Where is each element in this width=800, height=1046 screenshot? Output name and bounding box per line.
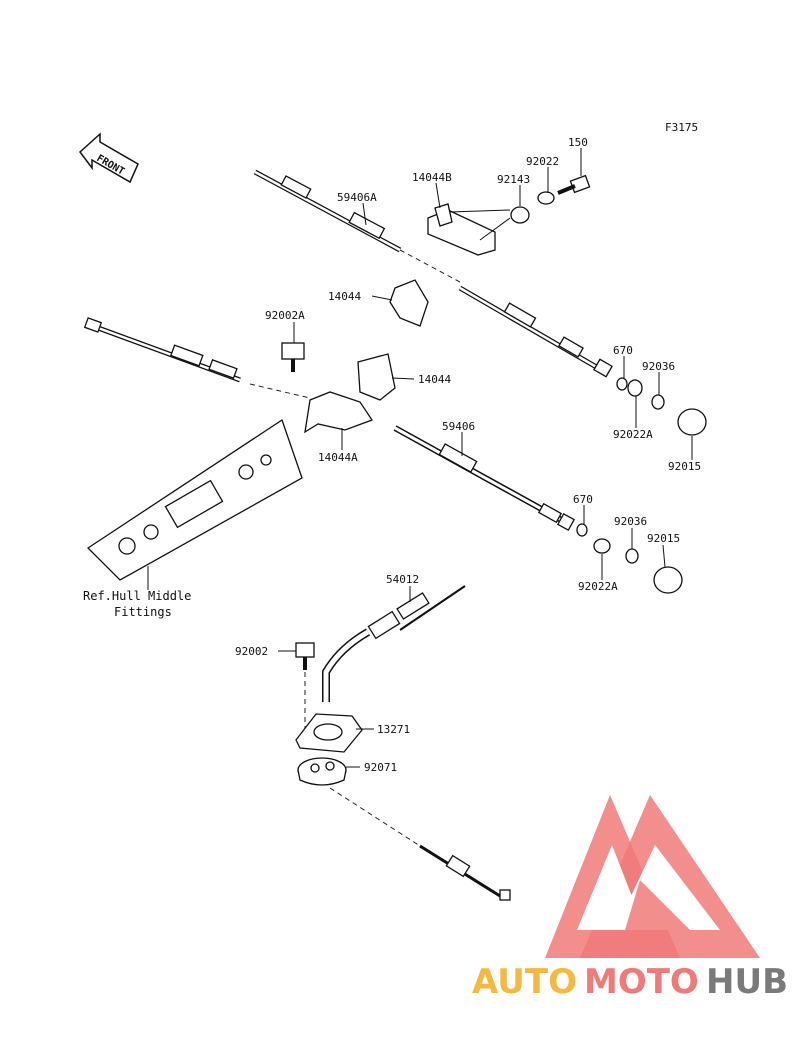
front-arrow-icon: FRONT [78,132,139,184]
figure-code: F3175 [665,121,698,134]
label-part-92036-lower: 92036 [614,515,647,528]
nut-92015-lower [653,566,683,594]
bracket-14044B [427,203,511,256]
washer-92143 [510,206,530,224]
bracket-14044A [304,391,373,434]
label-part-670-upper: 670 [613,344,633,357]
label-part-150: 150 [568,136,588,149]
cable-59406 [83,317,576,532]
logo-word-moto: MOTO [584,962,699,1002]
grommet-92071 [297,757,347,786]
clip-92036-lower [625,548,639,564]
label-part-92022: 92022 [526,155,559,168]
label-part-59406: 59406 [442,420,475,433]
label-part-13271: 13271 [377,723,410,736]
clamp-14044-upper [389,279,429,327]
hull-middle-fitting-panel [86,418,303,581]
label-part-92002: 92002 [235,645,268,658]
label-part-92071: 92071 [364,761,397,774]
reference-note-line1: Ref.Hull Middle [83,589,191,603]
clamp-14044-lower [357,353,396,401]
label-part-670-lower: 670 [573,493,593,506]
bolt-92002A [281,342,305,372]
label-part-92015-lower: 92015 [647,532,680,545]
washer-92022A-lower [593,538,611,554]
label-part-14044B: 14044B [412,171,452,184]
label-part-92022A-lower: 92022A [578,580,618,593]
o-ring-670-upper [616,377,628,391]
reference-note-line2: Fittings [114,605,172,619]
o-ring-670-lower [576,523,588,537]
logo-word-hub: HUB [706,962,788,1002]
logo-word-auto: AUTO [472,962,577,1002]
cable-59406A [253,169,613,378]
label-part-59406A: 59406A [337,191,377,204]
label-part-92022A-upper: 92022A [613,428,653,441]
washer-92022A-upper [627,379,643,397]
label-part-92002A: 92002A [265,309,305,322]
automotohub-logo: AUTO MOTO HUB [472,795,788,1002]
label-part-92143: 92143 [497,173,530,186]
label-part-54012: 54012 [386,573,419,586]
label-part-14044A: 14044A [318,451,358,464]
washer-92022 [537,191,555,205]
label-part-14044-lower: 14044 [418,373,451,386]
nut-92015-upper [677,408,707,436]
label-part-14044-upper: 14044 [328,290,361,303]
clip-92036-upper [651,394,665,410]
bolt-92002 [295,642,315,735]
label-part-92015-upper: 92015 [668,460,701,473]
bolt-150 [557,174,591,195]
cable-54012 [322,585,511,901]
label-part-92036-upper: 92036 [642,360,675,373]
